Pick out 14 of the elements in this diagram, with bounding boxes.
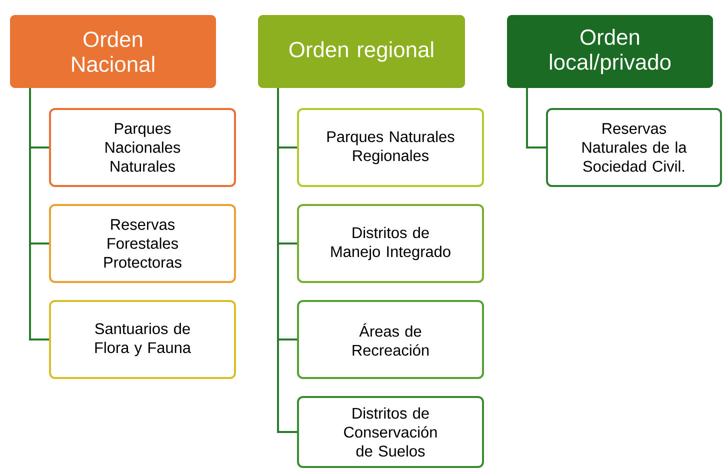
item-box: Parques Nacionales Naturales (49, 108, 236, 187)
connector-line (29, 88, 50, 340)
item-box: Santuarios de Flora y Fauna (49, 300, 236, 379)
item-box: Distritos de Conservación de Suelos (297, 396, 484, 468)
category-box: Orden Nacional (10, 15, 216, 88)
item-box: Reservas Naturales de la Sociedad Civil. (546, 108, 722, 187)
item-box: Reservas Forestales Protectoras (49, 204, 236, 283)
item-box: Distritos de Manejo Integrado (297, 204, 484, 283)
category-box: Orden regional (258, 15, 465, 88)
connector-line (526, 88, 547, 148)
item-box: Áreas de Recreación (297, 300, 484, 379)
category-box: Orden local/privado (507, 15, 713, 88)
item-box: Parques Naturales Regionales (297, 108, 484, 187)
connector-line (277, 88, 298, 433)
